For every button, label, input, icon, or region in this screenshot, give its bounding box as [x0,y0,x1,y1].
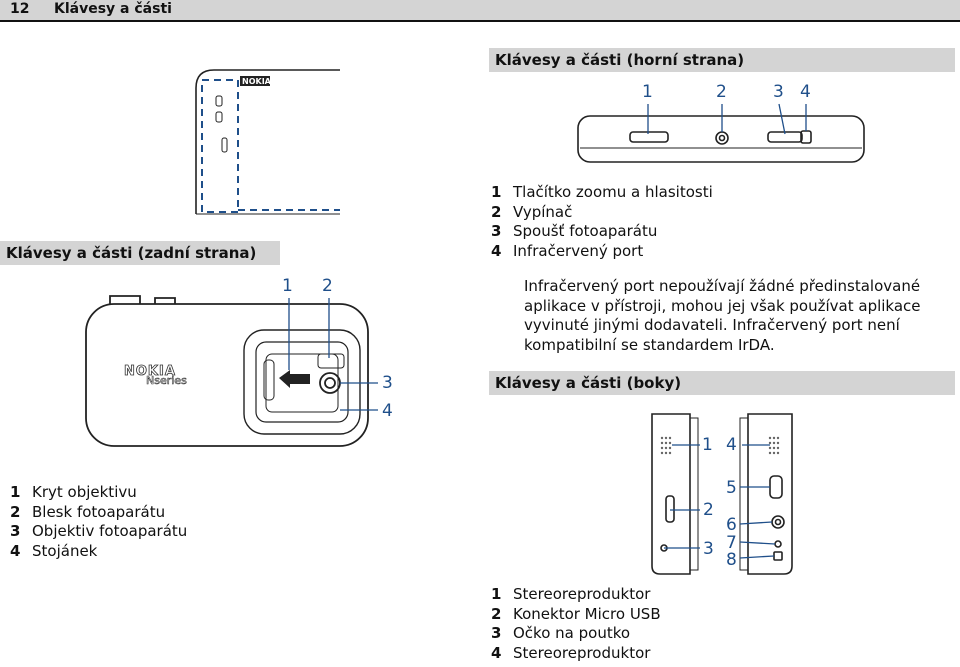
top-section-title: Klávesy a části (horní strana) [489,48,955,72]
sides-section-title: Klávesy a části (boky) [489,371,955,395]
back-callout-2: 2 [322,276,333,296]
back-callout-1: 1 [282,276,293,296]
top-callout-3: 3 [773,82,784,102]
sides-callout-1: 1 [702,435,713,455]
sides-callout-7: 7 [726,533,737,553]
edge-brand-mark: NOKIA [242,77,272,86]
top-callout-2: 2 [716,82,727,102]
back-brand-logo: NOKIA [124,364,176,380]
back-series-logo: Nseries [146,374,187,388]
page-title: Klávesy a části [54,1,172,17]
sides-callout-8: 8 [726,550,737,570]
page-header: 12 Klávesy a části [0,0,960,22]
back-section-title: Klávesy a části (zadní strana) [0,241,280,265]
top-callout-1: 1 [642,82,653,102]
sides-callout-5: 5 [726,478,737,498]
sides-callout-3: 3 [703,539,714,559]
infrared-note: Infračervený port nepoužívají žádné před… [524,277,921,354]
sides-callout-6: 6 [726,515,737,535]
sides-callout-2: 2 [703,500,714,520]
sides-callout-4: 4 [726,435,737,455]
back-callout-3: 3 [382,373,393,393]
top-callout-4: 4 [800,82,811,102]
page-number: 12 [10,1,30,17]
back-callout-4: 4 [382,401,393,421]
